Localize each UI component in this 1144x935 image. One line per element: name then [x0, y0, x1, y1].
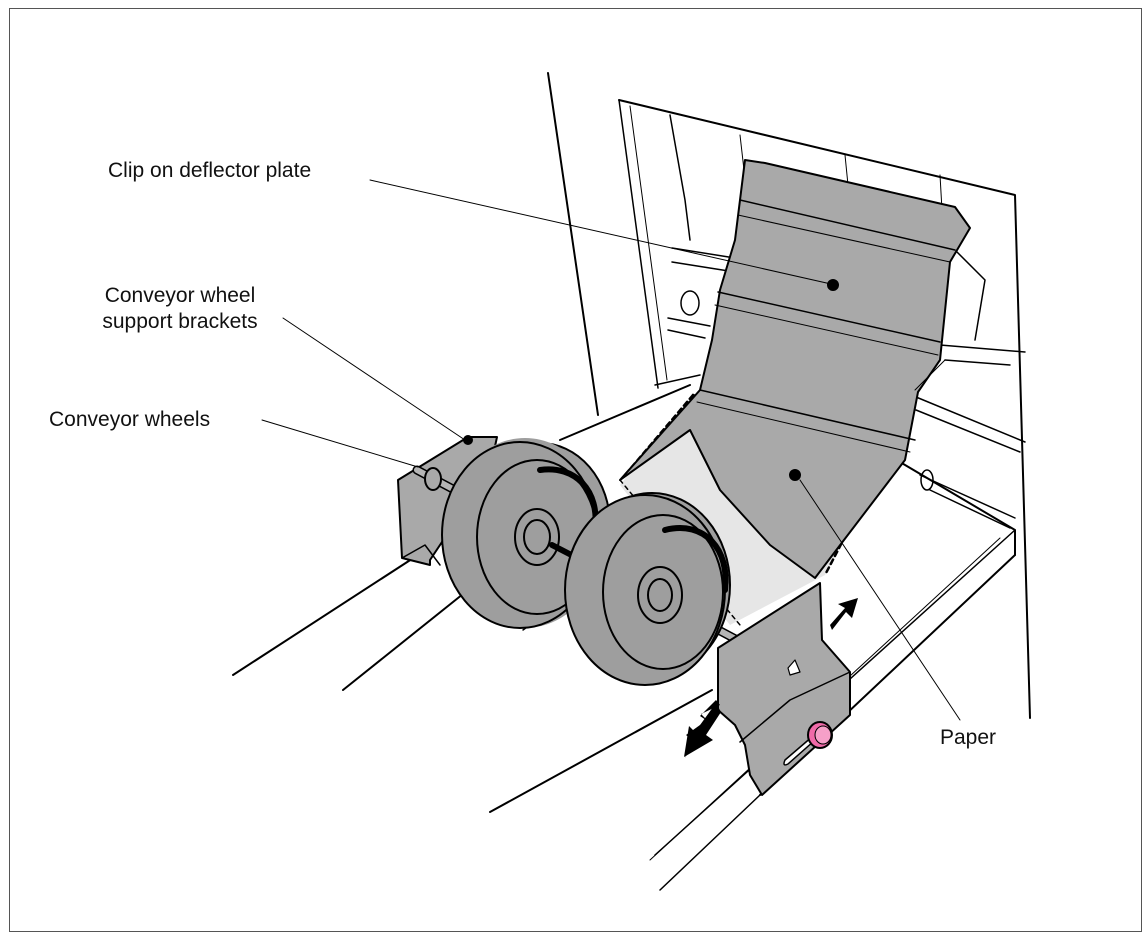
paper-label: Paper [940, 726, 997, 749]
right-wheel-shape [564, 492, 731, 686]
arrow-up-right [830, 598, 858, 630]
bracket-label-line1: Conveyor wheel [104, 284, 256, 307]
conveyor-wheels-label: Conveyor wheels [49, 408, 211, 431]
bracket-label: Conveyor wheel support brackets [80, 283, 280, 335]
deflector-plate-label: Clip on deflector plate [108, 159, 312, 182]
leader-lines [261, 179, 961, 721]
arrow-down-left [684, 700, 721, 758]
adjustment-knob [807, 721, 833, 749]
deflector-plate-shape [619, 159, 971, 579]
bracket-label-line2: support brackets [102, 310, 258, 333]
